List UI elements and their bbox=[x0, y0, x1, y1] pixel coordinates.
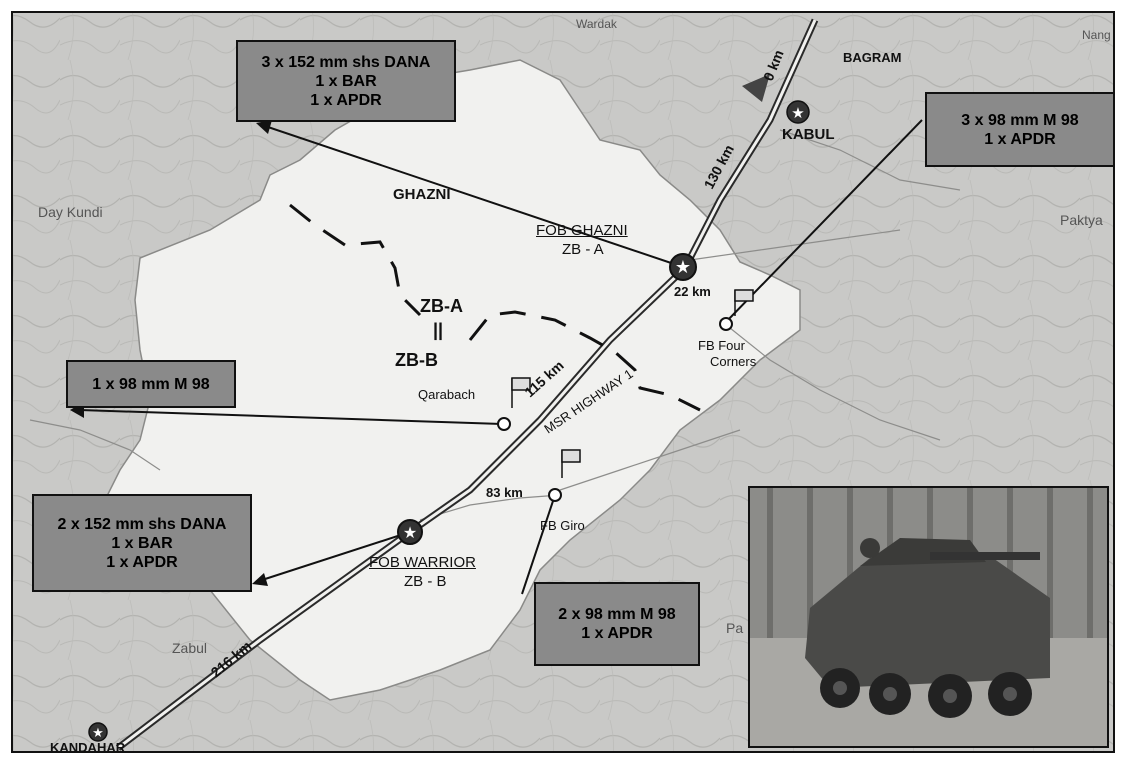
battery-line: 3 x 152 mm shs DANA bbox=[261, 53, 431, 71]
place-day-kundi: Day Kundi bbox=[38, 204, 103, 220]
battery-line: 1 x APDR bbox=[106, 553, 178, 571]
battery-box-fb-giro: 2 x 98 mm M 98 1 x APDR bbox=[534, 582, 700, 666]
fob-ghazni-label: FOB GHAZNI bbox=[536, 222, 628, 239]
battery-line: 1 x APDR bbox=[984, 130, 1056, 148]
north-arrow-icon bbox=[742, 74, 770, 102]
battery-line: 2 x 152 mm shs DANA bbox=[57, 515, 227, 533]
battery-line: 2 x 98 mm M 98 bbox=[558, 606, 676, 623]
battery-line: 1 x APDR bbox=[581, 625, 653, 642]
dana-howitzer-photo bbox=[748, 486, 1109, 748]
road-network bbox=[29, 129, 961, 521]
place-wardak: Wardak bbox=[576, 17, 617, 31]
battery-box-four-corners: 3 x 98 mm M 98 1 x APDR bbox=[925, 92, 1115, 167]
fob-ghazni-zone: ZB - A bbox=[562, 241, 604, 258]
zone-boundary-dashed bbox=[289, 203, 701, 412]
route-km-22: 22 km bbox=[674, 284, 711, 299]
place-bagram: BAGRAM bbox=[843, 50, 902, 65]
place-kabul: KABUL bbox=[782, 126, 835, 143]
kabul-marker: ★ bbox=[786, 100, 810, 124]
fb-four-corners-label-1: FB Four bbox=[698, 338, 745, 353]
fob-warrior-marker: ★ bbox=[397, 519, 423, 545]
place-kandahar: KANDAHAR bbox=[50, 740, 126, 755]
fb-four-corners-label-2: Corners bbox=[710, 354, 757, 369]
place-qarabach: Qarabach bbox=[418, 387, 476, 402]
leader-lines bbox=[79, 119, 923, 595]
flag-icon bbox=[734, 289, 754, 316]
fb-giro-point bbox=[548, 488, 562, 502]
flag-icon bbox=[511, 377, 531, 408]
battery-line: 3 x 98 mm M 98 bbox=[961, 111, 1079, 129]
qarabach-point bbox=[497, 417, 511, 431]
battery-line: 1 x BAR bbox=[315, 72, 377, 90]
zone-label-zb-a: ZB-A bbox=[420, 296, 463, 316]
place-nang: Nang bbox=[1082, 28, 1111, 42]
star-icon: ★ bbox=[791, 104, 804, 122]
fob-warrior-label: FOB WARRIOR bbox=[369, 554, 476, 571]
zone-label-zb-b: ZB-B bbox=[395, 350, 438, 370]
fb-giro-label: FB Giro bbox=[540, 518, 585, 533]
star-icon: ★ bbox=[403, 523, 417, 542]
fb-four-corners-point bbox=[719, 317, 733, 331]
place-zabul: Zabul bbox=[172, 640, 208, 656]
star-icon: ★ bbox=[675, 257, 691, 278]
star-icon: ★ bbox=[92, 726, 104, 741]
place-ghazni: GHAZNI bbox=[393, 186, 451, 203]
howitzer-illustration bbox=[750, 488, 1107, 746]
battery-box-fob-ghazni: 3 x 152 mm shs DANA 1 x BAR 1 x APDR bbox=[236, 40, 456, 122]
route-km-83: 83 km bbox=[486, 485, 523, 500]
battery-line: 1 x APDR bbox=[310, 91, 382, 109]
fob-warrior-zone: ZB - B bbox=[404, 573, 447, 590]
flag-icon bbox=[561, 449, 581, 478]
zone-divider-icon: || bbox=[433, 320, 444, 340]
msr-highway-route bbox=[115, 18, 819, 751]
kandahar-marker: ★ bbox=[88, 722, 108, 742]
battery-box-fob-warrior: 2 x 152 mm shs DANA 1 x BAR 1 x APDR bbox=[32, 494, 252, 592]
battery-line: 1 x BAR bbox=[111, 534, 173, 552]
battery-line: 1 x 98 mm M 98 bbox=[92, 375, 210, 393]
fob-ghazni-marker: ★ bbox=[669, 253, 697, 281]
place-pa: Pa bbox=[726, 620, 744, 636]
battery-box-qarabach: 1 x 98 mm M 98 bbox=[66, 360, 236, 408]
place-paktya: Paktya bbox=[1060, 212, 1103, 228]
